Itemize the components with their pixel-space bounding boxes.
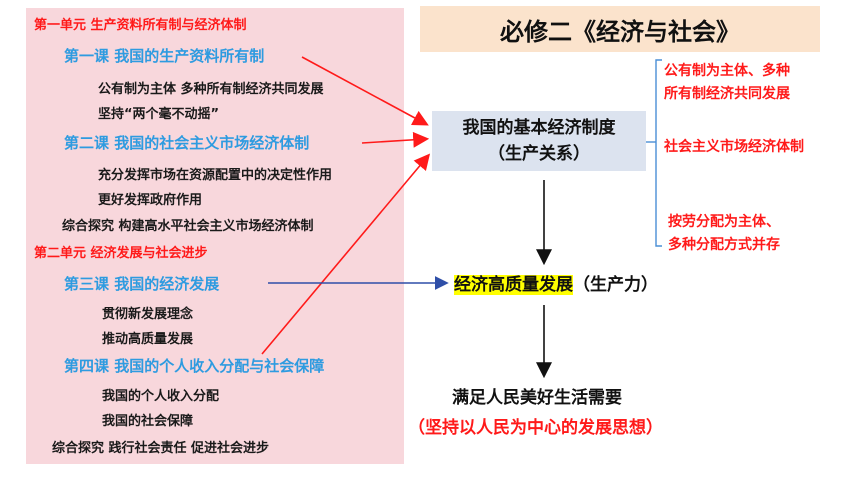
distribution-line1: 按劳分配为主体、 (668, 214, 780, 230)
lesson4-item-1: 我国的个人收入分配 (102, 389, 220, 404)
core-box-line2: （生产关系） (488, 144, 590, 164)
lesson1-title: 第一课 我国的生产资料所有制 (64, 47, 265, 65)
arrow-lesson4-to-core (261, 153, 431, 355)
lesson3-title: 第三课 我国的经济发展 (64, 275, 220, 293)
ownership-line1: 公有制为主体、多种 (664, 63, 790, 79)
lesson3-item-1: 贯彻新发展理念 (102, 307, 194, 322)
page-title: 必修二《经济与社会》 (500, 17, 740, 46)
unit2-title: 第二单元 经济发展与社会进步 (34, 246, 208, 261)
lesson4-item-2: 我国的社会保障 (102, 414, 194, 429)
arrow-lesson1-to-core (301, 56, 429, 126)
lesson2-item-1: 充分发挥市场在资源配置中的决定性作用 (98, 168, 333, 183)
title-box: 必修二《经济与社会》 (420, 6, 820, 52)
lesson3-item-2: 推动高质量发展 (102, 332, 194, 347)
ownership-line2: 所有制经济共同发展 (664, 86, 790, 102)
high-quality-suffix: （生产力） (573, 275, 658, 295)
distribution-line2: 多种分配方式并存 (668, 237, 780, 253)
lesson4-title: 第四课 我国的个人收入分配与社会保障 (64, 357, 325, 375)
arrow-lesson2-to-core (361, 131, 430, 148)
high-quality-main: 经济高质量发展 (454, 275, 573, 295)
lesson2-item-2: 更好发挥政府作用 (98, 193, 203, 208)
right-bracket (655, 59, 662, 247)
market-system: 社会主义市场经济体制 (664, 139, 804, 155)
lesson1-item-1: 公有制为主体 多种所有制经济共同发展 (98, 82, 324, 97)
core-box-line1: 我国的基本经济制度 (462, 118, 616, 138)
explore2: 综合探究 践行社会责任 促进社会进步 (52, 441, 270, 456)
lesson1-item-2: 坚持“两个毫不动摇” (98, 107, 220, 122)
left-outline-panel (26, 8, 404, 464)
basic-economic-system-box: 我国的基本经济制度 （生产关系） (432, 111, 646, 171)
lesson2-title: 第二课 我国的社会主义市场经济体制 (64, 134, 310, 152)
people-needs: 满足人民美好生活需要 (452, 388, 622, 408)
unit1-title: 第一单元 生产资料所有制与经济体制 (34, 18, 247, 33)
explore1: 综合探究 构建高水平社会主义市场经济体制 (62, 219, 314, 234)
high-quality-development: 经济高质量发展（生产力） (454, 270, 658, 295)
people-centered-thought: （坚持以人民为中心的发展思想） (408, 418, 663, 438)
